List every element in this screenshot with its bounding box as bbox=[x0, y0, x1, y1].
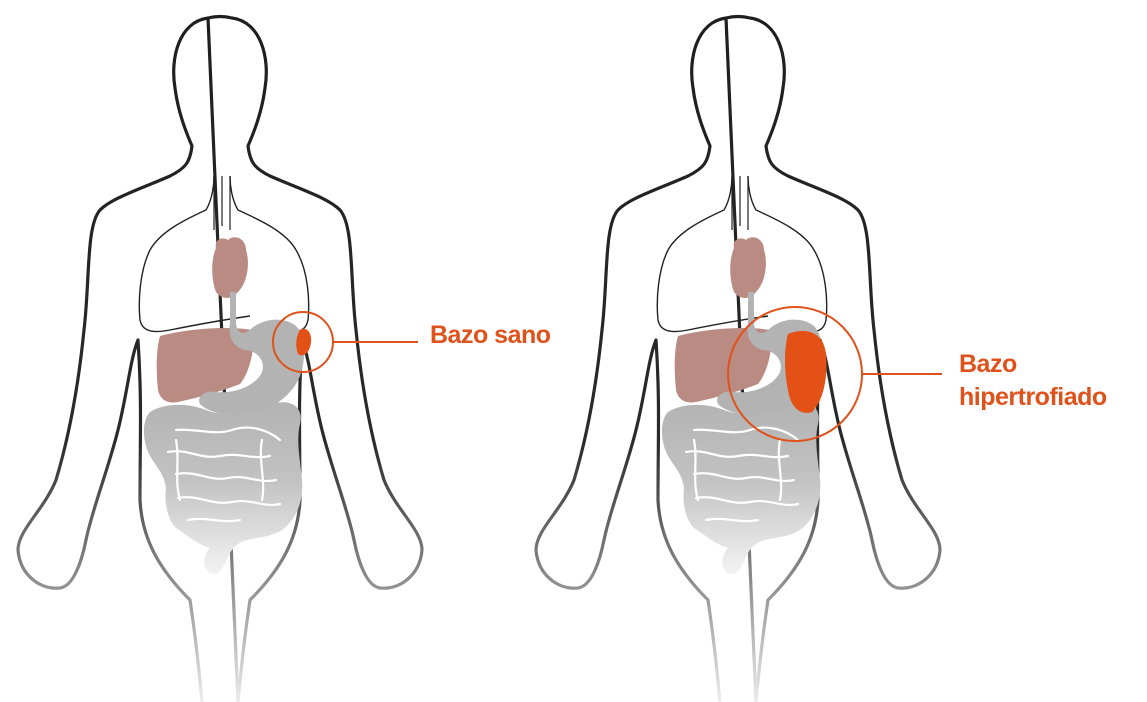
figure-enlarged: Bazo hipertrofiado bbox=[536, 17, 1107, 702]
label-enlarged-line1: Bazo bbox=[959, 350, 1017, 378]
label-enlarged-line2: hipertrofiado bbox=[959, 383, 1107, 411]
label-healthy-spleen: Bazo sano bbox=[430, 321, 551, 349]
body-figure-left bbox=[18, 17, 422, 702]
body-figure-right bbox=[536, 17, 940, 702]
spleen-enlarged bbox=[785, 331, 826, 413]
figure-healthy: Bazo sano bbox=[18, 17, 551, 702]
